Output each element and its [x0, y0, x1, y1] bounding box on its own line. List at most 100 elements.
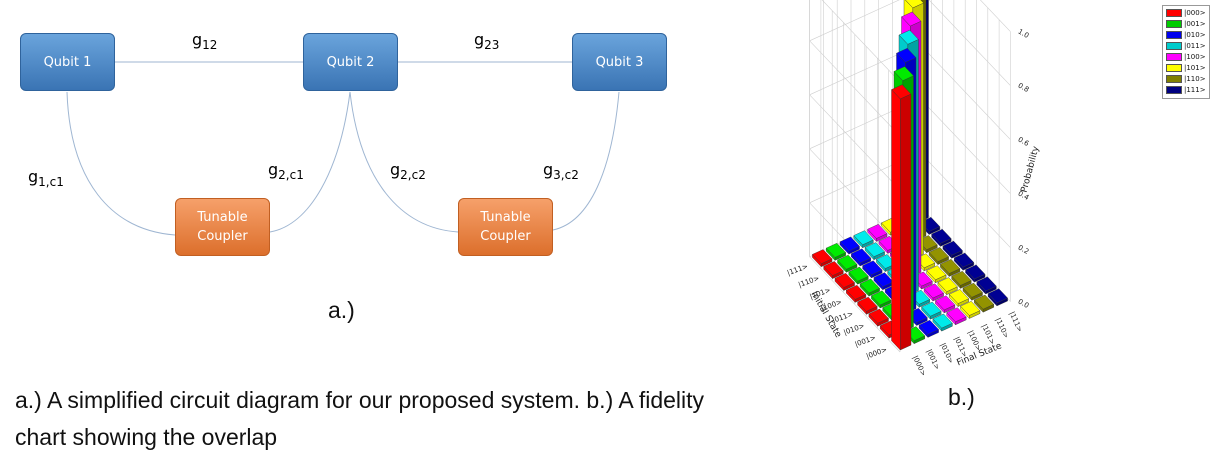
grid-line	[979, 0, 1011, 32]
legend-swatch	[1166, 20, 1182, 28]
tunable-coupler-2-node: Tunable Coupler	[458, 198, 553, 256]
z-axis-title: Probability	[1020, 145, 1042, 194]
bar-|100>-to-|110>-top	[928, 247, 949, 262]
bar-|000>-to-|000>-front	[900, 93, 912, 351]
legend-item: |010>	[1166, 30, 1210, 40]
bar-|110>-to-|011>-top	[864, 242, 885, 257]
grid-line	[919, 44, 1011, 140]
bar-|000>-to-|111>-top	[987, 288, 1008, 304]
x-tick-label: |110>	[994, 317, 1010, 340]
bar-|011>-to-|101>-top	[926, 265, 947, 281]
legend-swatch	[1166, 86, 1182, 94]
legend-item: |111>	[1166, 85, 1210, 95]
legend-label: |010>	[1184, 31, 1206, 39]
bar-|110>-to-|001>-top	[837, 254, 858, 270]
bar-|111>-to-|001>-top	[825, 242, 847, 258]
arc-q2-c1	[269, 91, 351, 233]
bar-|110>-to-|010>-top	[850, 248, 872, 264]
bar-|000>-to-|101>-top	[960, 301, 981, 316]
z-tick-label: 0.2	[1017, 244, 1031, 256]
bar-|010>-to-|100>-top	[923, 283, 944, 299]
x-tick-label: |111>	[1008, 310, 1024, 333]
y-tick-label: |001>	[854, 334, 877, 349]
qubit-1-label: Qubit 1	[43, 54, 92, 70]
grid-line	[919, 152, 1011, 248]
y-tick-label: |110>	[797, 274, 820, 289]
bar-|000>-to-|000>-top	[891, 84, 912, 100]
bar-|010>-to-|000>-top	[868, 308, 889, 324]
legend-label: |111>	[1184, 86, 1206, 94]
bar-|111>-to-|011>-top	[853, 230, 874, 246]
coupler-1-label: Tunable Coupler	[197, 210, 248, 244]
grid-line	[809, 0, 900, 42]
coupling-g2c2-label: g2,c2	[390, 160, 426, 183]
bar-|111>-to-|000>-top	[812, 249, 833, 264]
coupling-g23-label: g23	[474, 30, 500, 53]
bar-|101>-to-|111>-top	[931, 228, 952, 244]
chart-walls	[809, 0, 1011, 353]
legend-label: |100>	[1184, 53, 1206, 61]
grid-line	[919, 98, 1011, 194]
legend-swatch	[1166, 31, 1182, 39]
bar-|100>-to-|010>-top	[873, 272, 894, 288]
z-tick-label: 0.0	[1017, 298, 1031, 310]
legend-swatch	[1166, 75, 1182, 83]
legend-swatch	[1166, 42, 1182, 50]
coupling-g2c1-label: g2,c1	[268, 160, 304, 183]
coupling-g12-label: g12	[192, 30, 218, 53]
grid-line	[809, 94, 901, 191]
z-tick-label: 0.6	[1017, 136, 1031, 149]
bar-|001>-to-|110>-top	[962, 282, 983, 298]
bar-|100>-to-|111>-top	[942, 240, 963, 256]
bar-|101>-to-|101>-top	[905, 0, 924, 9]
bar-|011>-to-|000>-top	[857, 296, 878, 312]
x-tick-label: |010>	[939, 342, 955, 365]
bar-|001>-to-|001>-top	[893, 66, 914, 81]
grid-line	[809, 256, 901, 353]
legend-label: |000>	[1184, 9, 1206, 17]
legend-swatch	[1166, 64, 1182, 72]
bar-|001>-to-|111>-top	[976, 276, 997, 292]
bar-|001>-to-|101>-top	[948, 289, 970, 304]
legend-label: |101>	[1184, 64, 1206, 72]
bar-|011>-to-|001>-top	[871, 290, 892, 306]
figure-caption: a.) A simplified circuit diagram for our…	[15, 387, 705, 450]
bar-|000>-to-|000>-side	[891, 89, 901, 351]
bar-|011>-to-|110>-top	[940, 259, 961, 274]
fidelity-3d-bar-chart: |000>|001>|010>|011>|100>|101>|110>|111>…	[786, 0, 1042, 378]
z-tick-label: 0.8	[1017, 82, 1031, 94]
qubit-1-node: Qubit 1	[20, 33, 115, 91]
qubit-3-label: Qubit 3	[595, 54, 644, 70]
bar-|010>-to-|110>-top	[951, 270, 972, 286]
coupling-lines	[66, 61, 620, 236]
bar-|110>-to-|000>-top	[823, 261, 844, 276]
arc-q2-c2	[349, 91, 459, 233]
bar-|111>-to-|100>-top	[867, 224, 888, 239]
bar-|100>-to-|000>-top	[845, 284, 867, 300]
legend-swatch	[1166, 9, 1182, 17]
coupler-2-label: Tunable Coupler	[480, 210, 531, 244]
qubit-3-node: Qubit 3	[572, 33, 667, 91]
tunable-coupler-1-node: Tunable Coupler	[175, 198, 270, 256]
bar-|001>-to-|011>-top	[921, 301, 942, 317]
z-tick-label: 1.0	[1017, 28, 1031, 40]
bar-|010>-to-|101>-top	[937, 277, 958, 292]
legend-swatch	[1166, 53, 1182, 61]
bar-|000>-to-|110>-top	[973, 294, 995, 310]
bar-|101>-to-|001>-top	[848, 266, 869, 282]
bar-|010>-to-|010>-top	[896, 48, 917, 63]
bar-|100>-to-|100>-top	[901, 11, 922, 27]
grid-line	[809, 40, 901, 137]
bar-|011>-to-|111>-top	[953, 252, 975, 268]
legend-item: |000>	[1166, 8, 1210, 18]
legend-item: |001>	[1166, 19, 1210, 29]
qubit-2-node: Qubit 2	[303, 33, 398, 91]
panel-b-label: b.)	[948, 384, 975, 410]
coupling-g3c2-label: g3,c2	[543, 160, 579, 183]
bar-|010>-to-|111>-top	[965, 264, 986, 280]
grid-line	[928, 0, 1011, 86]
x-tick-label: |000>	[911, 354, 927, 377]
bar-|101>-to-|000>-top	[834, 273, 855, 288]
y-tick-label: |111>	[786, 262, 809, 277]
bar-|111>-to-|010>-top	[839, 236, 860, 252]
